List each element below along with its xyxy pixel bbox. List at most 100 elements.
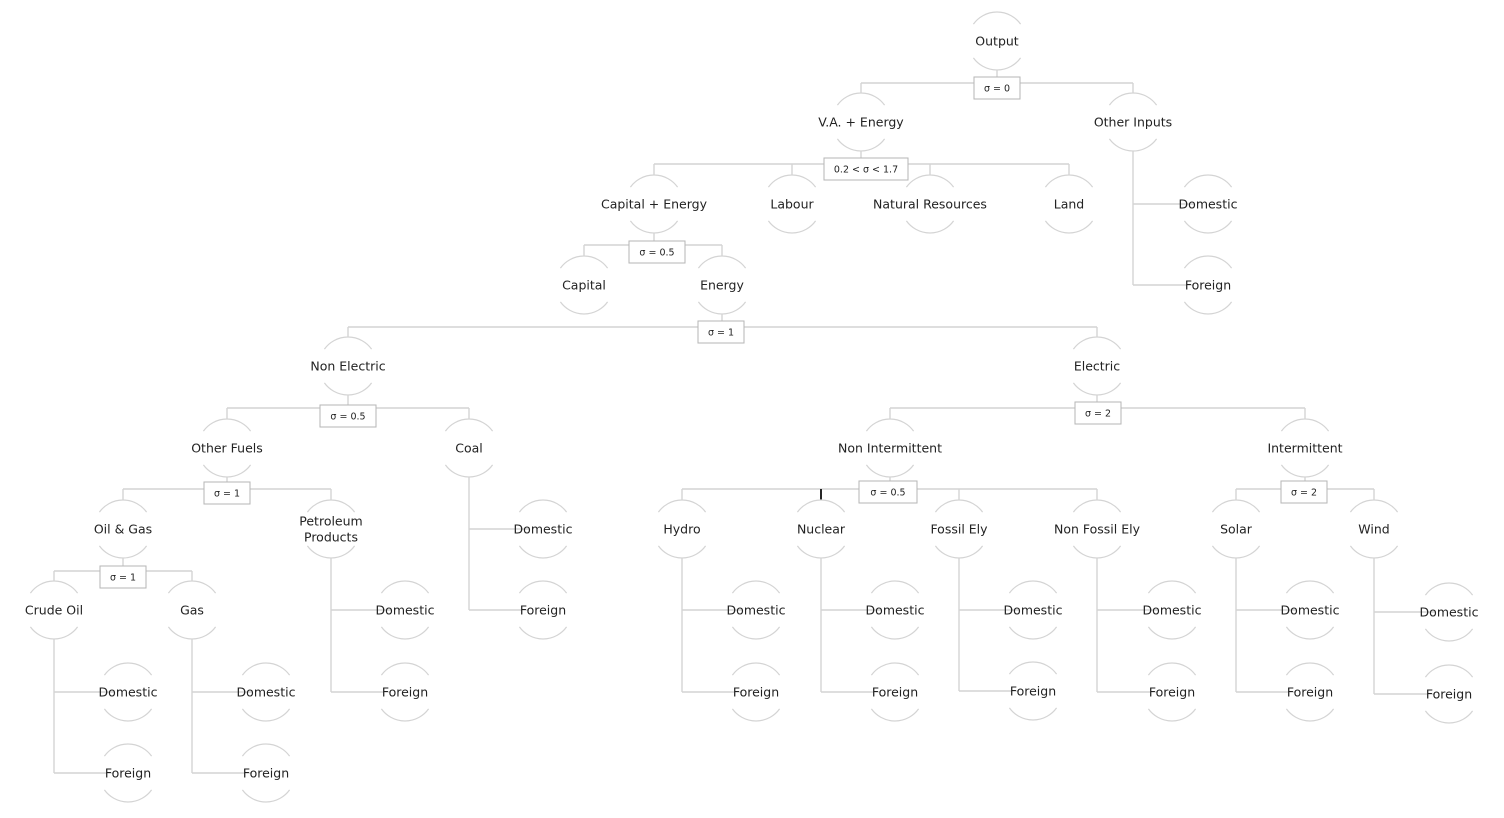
node-intermittent: Intermittent [1267,441,1342,456]
node-nuclear-foreign: Foreign [872,685,918,700]
node-fossil-ely: Fossil Ely [930,522,988,537]
sigma-box-non-intermittent: σ = 0.5 [858,480,918,504]
node-natural-resources: Natural Resources [873,197,987,212]
node-nuclear-arc-top [796,499,846,513]
node-petroleum-line2: Products [304,530,358,545]
node-energy-arc-bottom [697,301,747,315]
node-solar-arc-bottom [1211,545,1261,559]
node-nonfossil-domestic-arc-bottom [1147,626,1197,640]
node-solar: Solar [1220,522,1253,537]
node-oil-gas-arc-bottom [98,545,148,559]
sigma-box-frame [858,480,918,504]
node-crude-domestic-arc-bottom [103,708,153,722]
tree-connectors [53,70,1435,774]
node-petroleum-foreign-arc-top [380,662,430,676]
node-energy-arc-top [697,255,747,269]
sigma-label-intermittent: σ = 2 [1291,488,1317,499]
node-wind-arc-top [1349,499,1399,513]
node-other-inputs-arc-bottom [1108,138,1158,152]
node-other-fuels-arc-bottom [202,464,252,478]
node-crude-foreign-arc-bottom [103,789,153,803]
node-capital-arc-bottom [559,301,609,315]
sigma-box-output: σ = 0 [973,76,1021,100]
node-solar-domestic-arc-top [1285,580,1335,594]
node-capital-arc-top [559,255,609,269]
sigma-box-non-electric: σ = 0.5 [319,404,377,428]
node-hydro-arc-bottom [657,545,707,559]
node-solar-arc-top [1211,499,1261,513]
node-hydro-domestic-arc-top [731,580,781,594]
node-solar-foreign: Foreign [1287,685,1333,700]
node-labour-arc-top [767,174,817,188]
sigma-box-frame [628,240,686,264]
node-solar-domestic-arc-bottom [1285,626,1335,640]
node-oi-domestic: Domestic [1179,197,1238,212]
node-natural-resources-arc-top [905,174,955,188]
node-electric-arc-bottom [1072,382,1122,396]
node-wind-domestic: Domestic [1420,605,1479,620]
node-nuclear-foreign-arc-bottom [870,708,920,722]
sigma-box-frame [1074,401,1122,425]
node-oi-foreign-arc-top [1183,255,1233,269]
node-labour-arc-bottom [767,220,817,234]
node-wind-foreign: Foreign [1426,687,1472,702]
sigma-box-oil-gas: σ = 1 [99,565,147,589]
sigma-label-energy: σ = 1 [708,328,734,339]
sigma-box-frame [203,481,251,505]
node-land: Land [1054,197,1084,212]
node-non-fossil-ely: Non Fossil Ely [1054,522,1141,537]
node-fossil-foreign-arc-bottom [1008,707,1058,721]
node-capital-energy-arc-top [629,174,679,188]
sigma-label-capital-energy: σ = 0.5 [639,248,674,259]
node-fossil-foreign: Foreign [1010,684,1056,699]
node-crude-oil: Crude Oil [25,603,83,618]
sigma-label-other-fuels: σ = 1 [214,489,240,500]
node-oi-domestic-arc-top [1183,174,1233,188]
node-fossil-domestic-arc-bottom [1008,626,1058,640]
node-petroleum-domestic: Domestic [376,603,435,618]
node-hydro-foreign-arc-bottom [731,708,781,722]
node-oi-foreign-arc-bottom [1183,301,1233,315]
node-hydro-foreign: Foreign [733,685,779,700]
node-other-inputs: Other Inputs [1094,115,1172,130]
node-fossil-domestic: Domestic [1004,603,1063,618]
node-non-intermittent: Non Intermittent [838,441,942,456]
node-nuclear-foreign-arc-top [870,662,920,676]
node-solar-foreign-arc-top [1285,662,1335,676]
node-nuclear-arc-bottom [796,545,846,559]
node-coal-domestic: Domestic [514,522,573,537]
node-other-inputs-arc-top [1108,92,1158,106]
node-capital-energy: Capital + Energy [601,197,708,212]
node-petroleum-foreign-arc-bottom [380,708,430,722]
node-petroleum-arc-bottom [306,545,356,559]
node-electric: Electric [1074,359,1120,374]
node-nuclear-domestic: Domestic [866,603,925,618]
node-va-energy-arc-top [836,92,886,106]
node-oi-domestic-arc-bottom [1183,220,1233,234]
sigma-box-frame [99,565,147,589]
node-crude-oil-arc-top [29,580,79,594]
node-coal: Coal [455,441,483,456]
node-petroleum-domestic-arc-bottom [380,626,430,640]
sigma-label-non-intermittent: σ = 0.5 [870,488,905,499]
node-intermittent-arc-top [1280,418,1330,432]
node-solar-domestic: Domestic [1281,603,1340,618]
sigma-box-frame [973,76,1021,100]
node-hydro-domestic: Domestic [727,603,786,618]
node-non-intermittent-arc-top [865,418,915,432]
node-petroleum-arc-top [306,499,356,513]
node-non-electric-arc-top [323,336,373,350]
node-gas-domestic-arc-bottom [241,708,291,722]
node-output-arc-top [972,11,1022,25]
node-electric-arc-top [1072,336,1122,350]
node-non-electric: Non Electric [310,359,385,374]
node-labour: Labour [770,197,814,212]
sigma-box-frame [1280,480,1328,504]
node-nonfossil-foreign-arc-bottom [1147,708,1197,722]
node-coal-arc-bottom [444,464,494,478]
sigma-box-intermittent: σ = 2 [1280,480,1328,504]
node-coal-foreign-arc-bottom [518,626,568,640]
sigma-box-other-fuels: σ = 1 [203,481,251,505]
sigma-box-frame [823,157,909,181]
